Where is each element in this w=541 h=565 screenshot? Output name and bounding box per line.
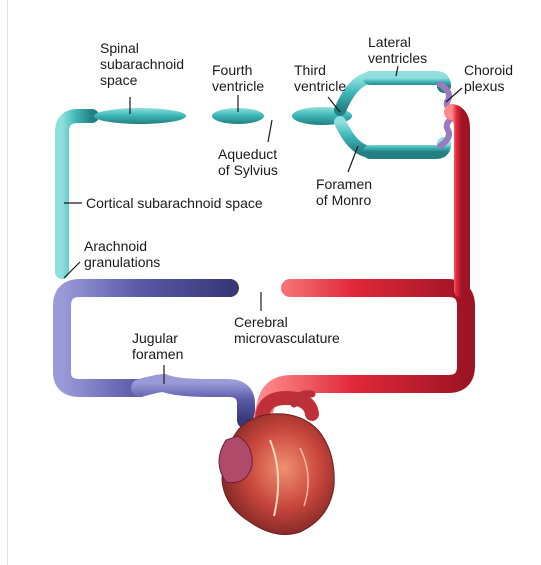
leader-aqueduct [268, 120, 272, 142]
label-line: of Monro [316, 192, 372, 208]
label-foramen-of-monro: Foramen of Monro [316, 176, 372, 208]
label-line: subarachnoid [100, 56, 184, 72]
label-line: ventricles [368, 50, 427, 66]
heart-illustration [219, 394, 334, 535]
label-line: ventricle [294, 78, 346, 94]
label-line: microvasculature [234, 330, 340, 346]
label-line: foramen [132, 346, 183, 362]
label-line: Jugular [132, 330, 183, 346]
label-lateral-ventricles: Lateral ventricles [368, 34, 427, 66]
label-cerebral-microvasculature: Cerebral microvasculature [234, 314, 340, 346]
label-line: space [100, 72, 184, 88]
label-arachnoid-granulations: Arachnoid granulations [84, 238, 160, 270]
lateral-ventricle-lower [370, 144, 444, 152]
lateral-ventricle-upper [370, 78, 444, 86]
venous-lower-tube [140, 383, 246, 420]
label-choroid-plexus: Choroid plexus [464, 62, 513, 94]
label-line: Spinal [100, 40, 184, 56]
label-line: Foramen [316, 176, 372, 192]
label-line: of Sylvius [218, 162, 278, 178]
label-line: Fourth [212, 62, 264, 78]
label-fourth-ventricle: Fourth ventricle [212, 62, 264, 94]
label-line: ventricle [212, 78, 264, 94]
label-third-ventricle: Third ventricle [294, 62, 346, 94]
label-jugular-foramen: Jugular foramen [132, 330, 183, 362]
label-spinal-subarachnoid-space: Spinal subarachnoid space [100, 40, 184, 88]
label-line: Aqueduct [218, 146, 278, 162]
label-cortical-subarachnoid-space: Cortical subarachnoid space [86, 195, 263, 211]
label-line: granulations [84, 254, 160, 270]
label-aqueduct-of-sylvius: Aqueduct of Sylvius [218, 146, 278, 178]
arterial-ascending-tube [452, 112, 462, 290]
label-line: Cerebral [234, 314, 340, 330]
label-line: Lateral [368, 34, 427, 50]
label-line: plexus [464, 78, 513, 94]
label-line: Third [294, 62, 346, 78]
label-line: Arachnoid [84, 238, 160, 254]
label-line: Choroid [464, 62, 513, 78]
spinal-subarachnoid-space [94, 108, 186, 124]
